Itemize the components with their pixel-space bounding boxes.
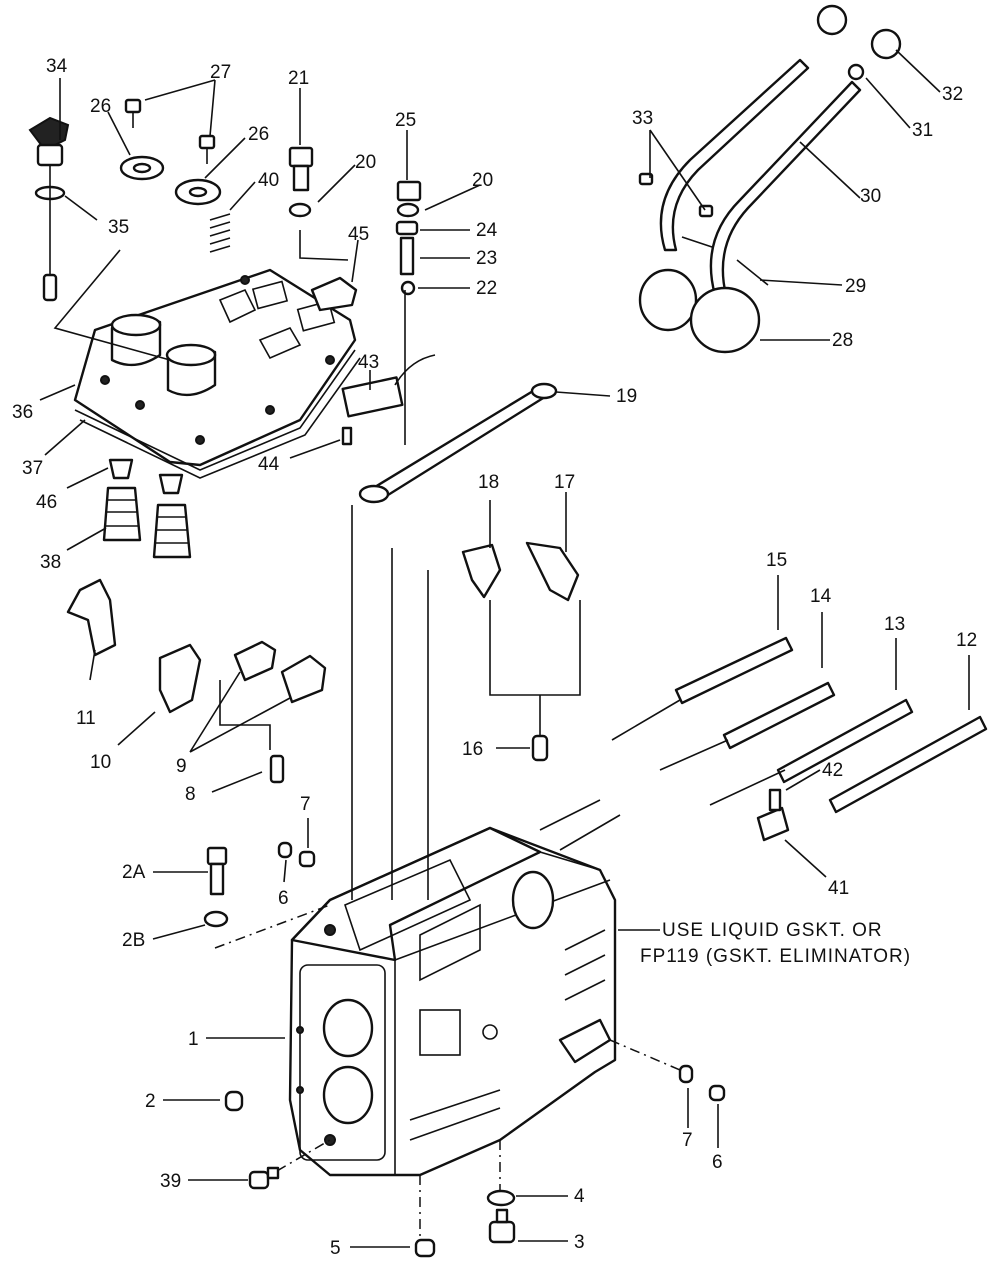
- callout-8: 8: [185, 784, 196, 805]
- gasket-note-line2: FP119 (GSKT. ELIMINATOR): [640, 946, 911, 967]
- callout-2: 2: [145, 1091, 156, 1112]
- callout-7a: 7: [300, 794, 311, 815]
- callout-34: 34: [46, 56, 68, 77]
- dipstick: [28, 116, 70, 302]
- shift-forks: [66, 541, 580, 784]
- callout-14: 14: [810, 586, 832, 607]
- shift-rail: [358, 382, 558, 504]
- callout-35: 35: [108, 217, 129, 238]
- callout-41: 41: [828, 878, 849, 899]
- callout-24: 24: [476, 220, 498, 241]
- callout-26: 26: [90, 96, 111, 117]
- callout-5: 5: [330, 1238, 341, 1259]
- callout-6a: 6: [278, 888, 289, 909]
- callout-labels: 34 26 27 26 40 21 20 25 20 24 23 22 45 4…: [12, 56, 977, 1259]
- callout-39: 39: [160, 1171, 181, 1192]
- callout-9: 9: [176, 756, 187, 777]
- callout-21: 21: [288, 68, 309, 89]
- callout-25: 25: [395, 110, 416, 131]
- transmission-case: [288, 826, 617, 1177]
- callout-20a: 20: [355, 152, 376, 173]
- cover-fasteners: [102, 98, 436, 559]
- guide-lines: [53, 230, 786, 1240]
- callout-7b: 7: [682, 1130, 693, 1151]
- callout-36: 36: [12, 402, 33, 423]
- callout-29: 29: [845, 276, 866, 297]
- callout-2B: 2B: [122, 930, 145, 951]
- callout-22: 22: [476, 278, 497, 299]
- callout-12: 12: [956, 630, 977, 651]
- callout-11: 11: [76, 708, 96, 729]
- callout-33: 33: [632, 108, 653, 129]
- callout-18: 18: [478, 472, 499, 493]
- callout-3: 3: [574, 1232, 585, 1253]
- callout-20b: 20: [472, 170, 493, 191]
- shift-levers: [638, 4, 902, 354]
- callout-6b: 6: [712, 1152, 723, 1173]
- callout-44: 44: [258, 454, 280, 475]
- callout-40: 40: [258, 170, 279, 191]
- leader-lines: [39, 49, 970, 1248]
- callout-19: 19: [616, 386, 637, 407]
- callout-28: 28: [832, 330, 853, 351]
- callout-38: 38: [40, 552, 61, 573]
- callout-13: 13: [884, 614, 905, 635]
- callout-4: 4: [574, 1186, 585, 1207]
- callout-43: 43: [358, 352, 379, 373]
- callout-30: 30: [860, 186, 881, 207]
- callout-1: 1: [188, 1029, 199, 1050]
- callout-26b: 26: [248, 124, 269, 145]
- callout-46: 46: [36, 492, 57, 513]
- gasket-note-line1: USE LIQUID GSKT. OR: [662, 920, 883, 941]
- callout-42: 42: [822, 760, 843, 781]
- callout-31: 31: [912, 120, 933, 141]
- callout-23: 23: [476, 248, 497, 269]
- callout-10: 10: [90, 752, 111, 773]
- callout-15: 15: [766, 550, 787, 571]
- lower-hardware: [203, 841, 726, 1258]
- callout-37: 37: [22, 458, 43, 479]
- callout-45: 45: [348, 224, 369, 245]
- callout-17: 17: [554, 472, 575, 493]
- callout-27: 27: [210, 62, 231, 83]
- callout-2A: 2A: [122, 862, 146, 883]
- shift-shafts: [674, 636, 988, 842]
- callout-16: 16: [462, 739, 483, 760]
- callout-32: 32: [942, 84, 963, 105]
